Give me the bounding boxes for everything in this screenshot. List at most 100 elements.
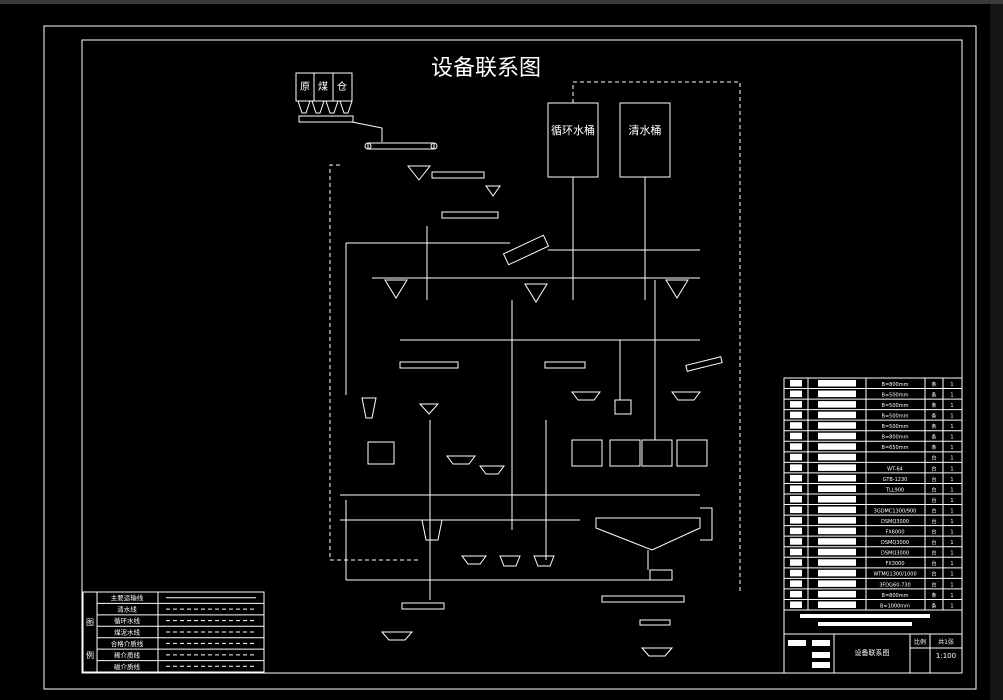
table-row-name-block [818,443,856,450]
legend-row-label: 煤泥水线 [114,628,141,637]
table-row-model: 3FDG60-730 [879,582,911,588]
table-row-name-block [818,580,856,587]
table-row-qty: 1 [950,403,953,409]
tank-label-clean: 清水桶 [629,123,662,137]
table-row-no-block [790,601,802,608]
table-row-model: B=800mm [882,593,909,599]
table-row-qty: 1 [950,435,953,441]
table-row-qty: 1 [950,593,953,599]
table-row-name-block [818,548,856,556]
table-row-unit: 条 [931,592,936,599]
table-row-unit: 台 [931,571,936,578]
table-row-no-block [790,401,802,408]
table-row-qty: 1 [950,551,953,557]
table-row-name-block [818,601,856,608]
table-row-qty: 1 [950,572,953,578]
crusher-screen-group [384,165,689,303]
table-row-unit: 台 [931,497,936,504]
clean-water-tank: 清水桶 [619,102,671,178]
table-row-unit: 条 [931,413,936,420]
bin-char-2: 煤 [318,80,328,93]
table-row-qty: 1 [950,445,953,451]
title-block-scale-value: 1:100 [936,652,956,660]
table-row-unit: 台 [931,465,936,472]
table-row-unit: 台 [931,529,936,536]
table-row-name-block [818,517,856,524]
table-row-name-block [818,506,856,514]
table-row-qty: 1 [950,424,953,430]
table-row-qty: 1 [950,456,953,462]
table-row-qty: 1 [950,530,953,536]
table-row-name-block [818,474,856,482]
legend-row-label: 主要运输线 [111,593,144,602]
thickener [595,517,701,551]
table-row-qty: 1 [950,382,953,388]
table-row-unit: 条 [931,444,936,451]
table-row-name-block [818,485,856,492]
table-row-unit: 条 [931,381,936,388]
table-row-model: B=1000mm [880,603,910,609]
vertical-scrollbar[interactable] [990,4,1003,700]
title-block-scale-label: 比例 [914,638,926,646]
table-row-no-block [790,506,802,514]
table-row-qty: 1 [950,466,953,472]
table-row-no-block [790,422,802,429]
table-row-unit: 台 [931,455,936,462]
table-row-unit: 条 [931,402,936,409]
table-row-name-block [818,453,856,461]
table-row-qty: 1 [950,561,953,567]
window-top-strip [0,0,1003,4]
table-row-name-block [818,538,856,545]
table-row-unit: 台 [931,581,936,588]
table-row-name-block [818,390,856,398]
table-row-no-block [790,538,802,545]
table-row-no-block [790,390,802,398]
table-row-name-block [818,380,856,387]
return-line-right [572,81,741,592]
table-row-no-block [790,485,802,492]
table-row-no-block [790,474,802,482]
table-row-name-block [818,590,856,598]
legend-row-label: 合格介质线 [111,639,144,648]
table-row-unit: 台 [931,560,936,567]
table-row-qty: 1 [950,519,953,525]
table-row-model: B=500mm [882,392,909,398]
table-row-model: FX3000 [885,561,904,567]
table-row-unit: 条 [931,391,936,398]
legend-row-label: 循环水线 [114,616,141,625]
table-row-name-block [818,464,856,471]
table-row-model: DSMQ3000 [881,540,909,546]
table-row-no-block [790,517,802,524]
table-row-unit: 台 [931,518,936,525]
raw-coal-bin: 原 煤 仓 [295,72,383,142]
table-row-name-block [818,432,856,440]
table-row-model: B=500mm [882,414,909,420]
tank-label-circulating: 循环水桶 [551,123,595,137]
table-row-model: DSMQ3000 [881,551,909,557]
conveyor-belts [364,142,723,626]
table-row-unit: 台 [931,550,936,557]
table-row-unit: 台 [931,486,936,493]
legend-side-char-1: 图 [86,618,94,627]
table-row-no-block [790,590,802,598]
table-row-unit: 台 [931,476,936,483]
table-row-name-block [818,496,856,503]
table-row-no-block [790,411,802,419]
table-row-qty: 1 [950,392,953,398]
table-row-qty: 1 [950,487,953,493]
table-row-model: B=800mm [882,382,909,388]
legend-side-char-2: 例 [86,650,94,660]
table-row-qty: 1 [950,477,953,483]
table-row-no-block [790,443,802,450]
inner-frame [81,39,963,674]
title-block-drawing-name: 设备联系图 [855,648,890,657]
table-row-unit: 条 [931,423,936,430]
table-row-qty: 1 [950,414,953,420]
table-row-no-block [790,432,802,440]
table-row-name-block [818,411,856,419]
table-row-no-block [790,527,802,535]
table-row-qty: 1 [950,603,953,609]
